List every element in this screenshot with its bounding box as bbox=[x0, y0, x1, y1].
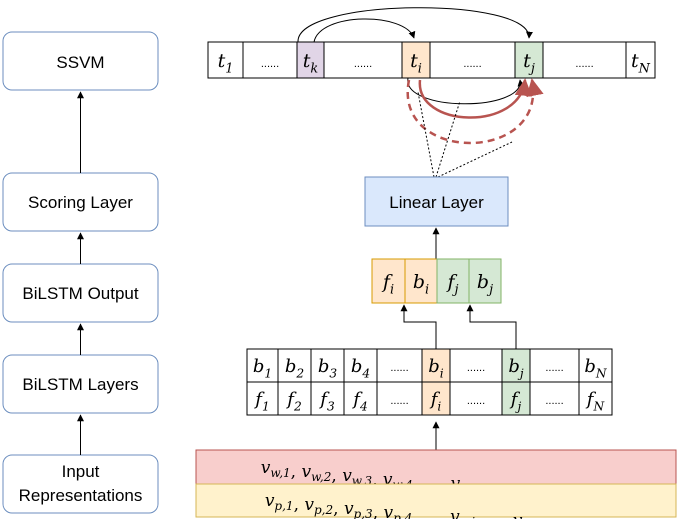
grid-cell bbox=[343, 381, 378, 416]
linear-layer-label: Linear Layer bbox=[389, 193, 484, 212]
stack-label-input-line2: Representations bbox=[19, 486, 143, 505]
stack-label-scoring: Scoring Layer bbox=[28, 193, 133, 212]
token-arcs bbox=[297, 7, 544, 145]
layer-stack: SSVM Scoring Layer BiLSTM Output BiLSTM … bbox=[2, 31, 159, 514]
grid-dots: ...... bbox=[390, 362, 408, 374]
stack-box-ssvm bbox=[2, 31, 159, 91]
arc-tk-to-tj bbox=[297, 7, 533, 43]
grid-dots: ...... bbox=[545, 362, 563, 374]
grid-dots: ...... bbox=[467, 395, 485, 407]
token-cell bbox=[625, 41, 656, 79]
concat-label: fj bbox=[445, 271, 458, 298]
stack-label-input-line1: Input bbox=[62, 462, 100, 481]
pos-embedding-text: vp,1, vp,2, vp,3, vp,4, ..., vp,i, ..., … bbox=[265, 491, 608, 519]
token-cell bbox=[429, 41, 516, 79]
grid-cell bbox=[343, 348, 378, 383]
concat-cell bbox=[468, 258, 502, 304]
token-label: tN bbox=[631, 50, 651, 77]
grid-dots: ...... bbox=[390, 395, 408, 407]
dotted-connector-1 bbox=[417, 91, 435, 178]
concat-label: bi bbox=[413, 271, 429, 298]
bilstm-grid-backward: b1 b2 b3 b4...... bi...... bj...... bN bbox=[246, 348, 613, 383]
concat-label: fi bbox=[381, 271, 394, 298]
arc-red-solid bbox=[418, 78, 533, 119]
linear-layer-box bbox=[364, 176, 509, 227]
grid-label: b4 bbox=[351, 356, 370, 380]
token-dots: ...... bbox=[261, 58, 279, 70]
grid-cell bbox=[310, 348, 345, 383]
pos-embedding-sequence: vp,1, vp,2, vp,3, vp,4, ..., vp,i, ..., … bbox=[265, 491, 608, 519]
grid-cell bbox=[578, 381, 613, 416]
grid-label: b3 bbox=[318, 356, 338, 380]
token-label: t1 bbox=[218, 50, 234, 77]
grid-cell bbox=[277, 381, 312, 416]
arrow-hj-to-concat bbox=[466, 304, 517, 349]
linear-dotted-connectors bbox=[417, 91, 513, 178]
arrow-hi-to-concat bbox=[400, 304, 437, 349]
token-dots: ...... bbox=[463, 58, 481, 70]
token-cell bbox=[542, 41, 627, 79]
pos-embedding-row bbox=[195, 483, 677, 518]
concat-label: bj bbox=[477, 271, 493, 298]
token-label: ti bbox=[410, 50, 422, 77]
arc-red-dashed bbox=[406, 78, 544, 145]
grid-cell bbox=[449, 381, 503, 416]
token-cell bbox=[401, 41, 431, 79]
token-dots: ...... bbox=[354, 58, 372, 70]
token-label: tk bbox=[303, 50, 319, 77]
grid-cell bbox=[529, 381, 580, 416]
token-dots: ...... bbox=[575, 58, 593, 70]
grid-label: b1 bbox=[253, 356, 272, 380]
grid-cell bbox=[421, 348, 451, 383]
arc-tk-to-ti bbox=[313, 18, 416, 43]
token-row: t1...... tk...... ti...... tj...... tN bbox=[207, 41, 656, 79]
token-label: tj bbox=[523, 50, 535, 77]
grid-label: bN bbox=[584, 356, 608, 380]
token-cell bbox=[242, 41, 298, 79]
grid-dots: ...... bbox=[545, 395, 563, 407]
word-embedding-row bbox=[195, 449, 677, 485]
concat-cell bbox=[436, 258, 470, 304]
token-cell bbox=[296, 41, 325, 79]
grid-dots: ...... bbox=[467, 362, 485, 374]
stack-label-bilstm-layers: BiLSTM Layers bbox=[22, 375, 138, 394]
grid-cell bbox=[501, 381, 531, 416]
token-cell bbox=[207, 41, 244, 79]
grid-label: bi bbox=[428, 356, 444, 380]
token-cell bbox=[323, 41, 403, 79]
grid-label: b2 bbox=[285, 356, 305, 380]
grid-label: bj bbox=[508, 356, 524, 380]
stack-label-bilstm-output: BiLSTM Output bbox=[22, 284, 138, 303]
stack-label-ssvm: SSVM bbox=[56, 53, 104, 72]
dotted-connector-2 bbox=[435, 100, 461, 178]
dotted-connector-3 bbox=[437, 141, 513, 178]
grid-cell bbox=[578, 348, 613, 383]
